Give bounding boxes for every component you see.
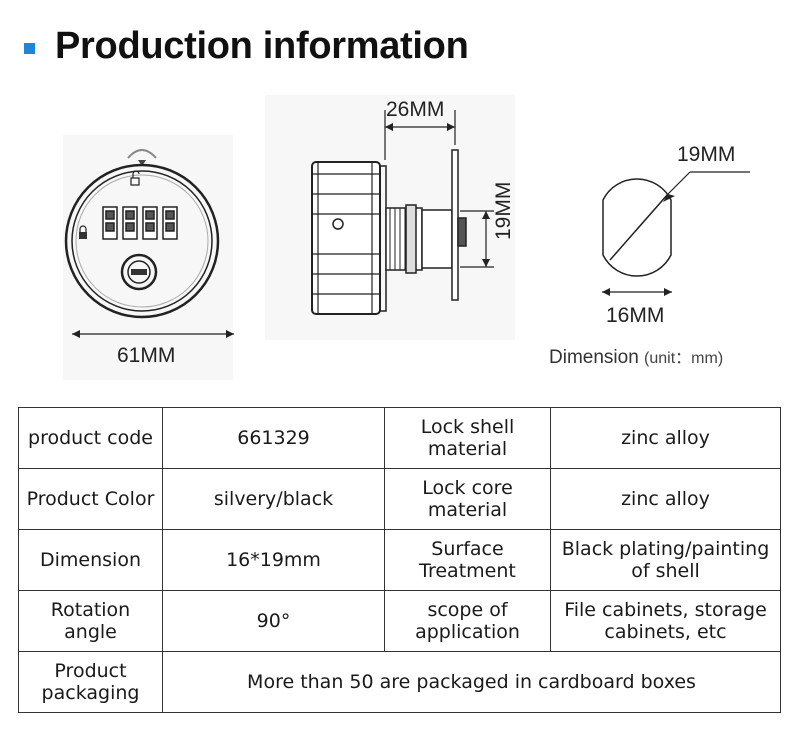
spec-label: product code [18,407,163,469]
spec-value: 90° [162,590,385,652]
page-title: Production information [55,24,469,67]
spec-value: More than 50 are packaged in cardboard b… [162,651,781,713]
dimension-19mm-diagonal: 19MM [677,143,736,166]
table-row: Product packaging More than 50 are packa… [18,651,781,713]
dimension-caption-unit: (unit：mm) [644,350,724,367]
table-row: Rotation angle 90° scope of application … [18,590,781,652]
spec-label: Surface Treatment [384,529,551,591]
section-heading: Production information [24,18,469,74]
spec-value: Black plating/painting of shell [550,529,781,591]
table-row: Dimension 16*19mm Surface Treatment Blac… [18,529,781,591]
spec-label: Product packaging [18,651,163,713]
spec-value: 16*19mm [162,529,385,591]
dimension-26mm: 26MM [386,98,445,121]
technical-drawing: 61MM 26MM 19MM 19MM 16MM [0,90,800,390]
dimension-caption-text: Dimension [549,347,639,368]
dimension-caption: Dimension (unit：mm) [549,344,723,369]
spec-value: silvery/black [162,468,385,530]
spec-label: Lock core material [384,468,551,530]
spec-value: 661329 [162,407,385,469]
front-view [63,135,234,380]
spec-value: zinc alloy [550,468,781,530]
side-view [265,95,515,340]
spec-value: zinc alloy [550,407,781,469]
lock-drawings [63,95,750,380]
heading-bullet-icon [24,42,35,54]
spec-label: Product Color [18,468,163,530]
dimension-61mm: 61MM [117,344,176,367]
table-row: product code 661329 Lock shell material … [18,407,781,469]
dimension-19mm-vertical: 19MM [492,181,515,240]
spec-label: scope of application [384,590,551,652]
table-row: Product Color silvery/black Lock core ma… [18,468,781,530]
spec-value: File cabinets, storage cabinets, etc [550,590,781,652]
cross-section-view [602,171,750,296]
dimension-16mm: 16MM [606,304,665,327]
spec-label: Dimension [18,529,163,591]
spec-label: Lock shell material [384,407,551,469]
spec-label: Rotation angle [18,590,163,652]
specification-table: product code 661329 Lock shell material … [18,407,781,713]
